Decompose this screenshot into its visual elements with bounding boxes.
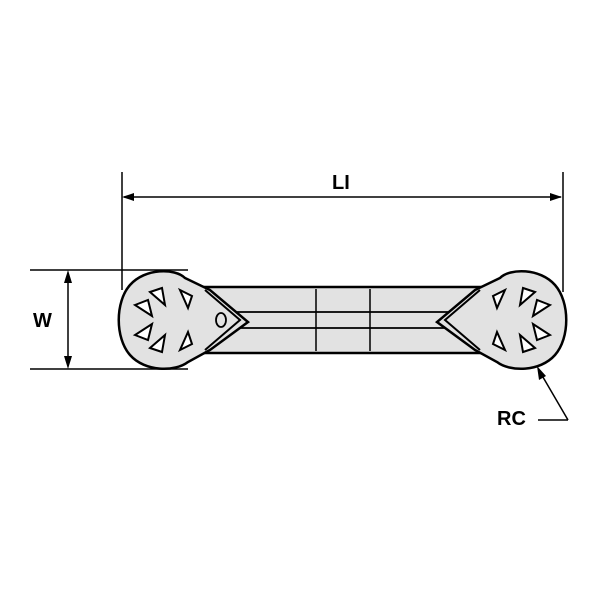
width-label: W xyxy=(33,310,52,332)
insert-body xyxy=(117,269,568,371)
corner-radius-label: RC xyxy=(497,408,526,430)
corner-radius-leader xyxy=(537,366,569,421)
length-label: LI xyxy=(332,172,350,194)
